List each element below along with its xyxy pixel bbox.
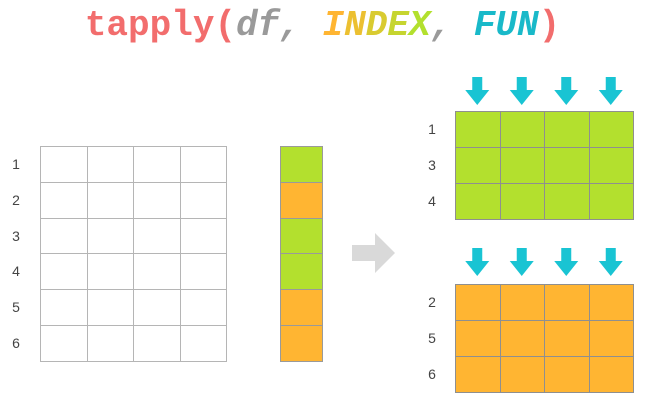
title-open-paren: (: [214, 5, 237, 46]
input-cell: [133, 325, 181, 362]
down-arrows-group: [465, 77, 623, 276]
index-cell-orange: [280, 289, 323, 326]
input-cell: [179, 146, 227, 183]
output-row-label: 1: [428, 121, 436, 137]
index-cell-orange: [280, 181, 323, 219]
output-cell-green: [499, 183, 545, 220]
input-row-label: 5: [12, 299, 20, 316]
output-cell-orange: [588, 320, 634, 357]
output-cell-green: [455, 147, 501, 184]
output-cell-orange: [455, 320, 501, 357]
title-close-paren: ): [538, 5, 561, 46]
index-cell-orange: [280, 325, 323, 362]
input-cell: [86, 146, 134, 183]
input-cell: [133, 289, 181, 326]
title-function-name: tapply: [84, 5, 215, 46]
input-cell: [179, 325, 227, 362]
arrow-down-icon: [465, 248, 490, 276]
title-index-letter: I: [322, 5, 345, 46]
input-row-label: 4: [12, 263, 20, 280]
arrow-down-icon: [509, 248, 534, 276]
arrow-down-icon: [509, 77, 534, 105]
arrow-right-icon: [352, 233, 395, 273]
arrow-down-icon: [554, 248, 579, 276]
output-cell-green: [588, 147, 634, 184]
output-row-label: 3: [428, 157, 436, 173]
input-row-label: 6: [12, 334, 20, 351]
function-title: tapply(df, INDEX, FUN): [0, 6, 645, 46]
output-row-label: 4: [428, 193, 436, 209]
input-cell: [133, 181, 181, 219]
output-cell-orange: [455, 284, 501, 321]
output-cell-green: [455, 111, 501, 148]
title-index-letter: X: [408, 5, 431, 46]
output-cell-green: [499, 147, 545, 184]
output-row-label: 6: [428, 366, 436, 382]
input-row-label: 1: [12, 155, 20, 172]
title-comma-1: ,: [279, 5, 323, 46]
output-cell-orange: [499, 284, 545, 321]
arrow-down-icon: [465, 77, 490, 105]
input-row-label: 3: [12, 227, 20, 244]
input-cell: [86, 325, 134, 362]
output-cell-orange: [499, 356, 545, 393]
output-cell-green: [588, 183, 634, 220]
output-cell-orange: [455, 356, 501, 393]
output-cell-orange: [544, 284, 590, 321]
output-cell-green: [544, 147, 590, 184]
output-cell-green: [455, 183, 501, 220]
output-cell-green: [588, 111, 634, 148]
output-cell-green: [544, 183, 590, 220]
arrow-down-icon: [554, 77, 579, 105]
arrow-down-icon: [598, 248, 623, 276]
output-cell-orange: [588, 284, 634, 321]
title-arg-df: df: [236, 5, 280, 46]
output-cell-green: [544, 111, 590, 148]
title-index-letter: D: [365, 5, 388, 46]
title-arg-index: INDEX: [322, 5, 430, 46]
output-row-label: 5: [428, 330, 436, 346]
input-cell: [86, 181, 134, 219]
input-cell: [40, 146, 88, 183]
input-cell: [40, 325, 88, 362]
input-cell: [86, 253, 134, 291]
input-row-label: 2: [12, 191, 20, 208]
output-row-label: 2: [428, 294, 436, 310]
output-cell-orange: [544, 320, 590, 357]
output-cell-orange: [588, 356, 634, 393]
input-cell: [133, 146, 181, 183]
title-index-letter: N: [344, 5, 366, 46]
output-cell-green: [499, 111, 545, 148]
input-cell: [179, 217, 227, 255]
input-cell: [133, 217, 181, 255]
output-cell-orange: [544, 356, 590, 393]
index-cell-green: [280, 253, 323, 291]
title-comma-2: ,: [430, 5, 474, 46]
title-arg-fun: FUN: [473, 5, 539, 46]
output-cell-orange: [499, 320, 545, 357]
title-index-letter: E: [387, 5, 409, 46]
arrow-down-icon: [598, 77, 623, 105]
